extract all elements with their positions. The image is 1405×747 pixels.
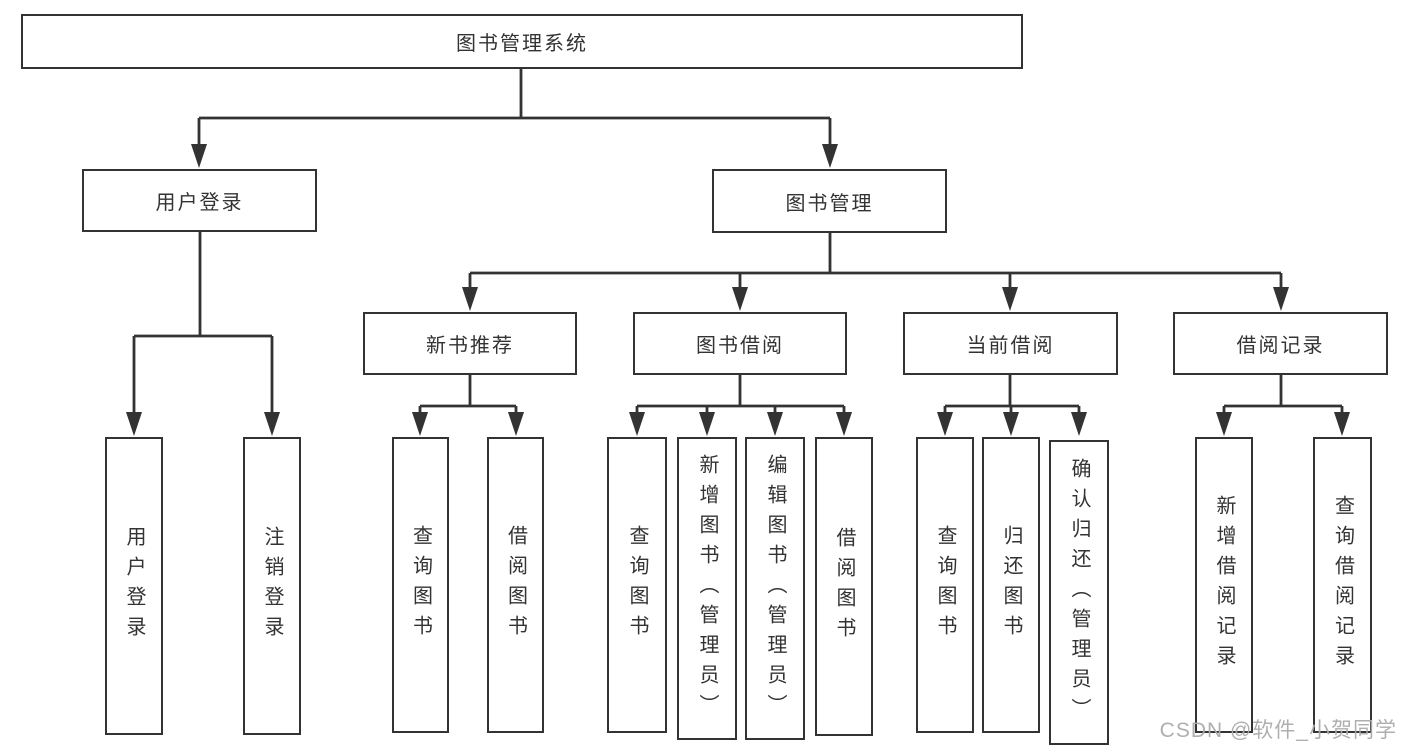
node-user-login: 用户登录 (82, 169, 317, 232)
connector-book-borrowing-to-leaves (635, 375, 846, 414)
connector-root-to-level2 (197, 69, 832, 146)
node-library-management-system: 图书管理系统 (21, 14, 1023, 69)
leaf-records-add-record: 新增借阅记录 (1195, 437, 1253, 733)
leaf-current-return-book: 归还图书 (982, 437, 1040, 733)
connector-borrowing-records-to-leaves (1222, 375, 1344, 414)
arrowheads-current-borrowing-to-leaves (937, 412, 1087, 436)
connector-current-borrowing-to-leaves (943, 375, 1081, 414)
leaf-recommend-borrow-book: 借阅图书 (487, 437, 544, 733)
leaf-current-confirm-return-admin: 确认归还（管理员） (1049, 440, 1109, 745)
connector-new-book-recommend-to-leaves (418, 375, 518, 414)
arrowheads-book-management-to-level3 (462, 287, 1289, 311)
arrowheads-root-to-level2 (191, 144, 838, 168)
watermark-text: CSDN @软件_小贺同学 (1159, 719, 1397, 742)
node-current-borrowing: 当前借阅 (903, 312, 1118, 375)
connector-user-login-to-leaves (132, 232, 274, 414)
node-new-book-recommend: 新书推荐 (363, 312, 577, 375)
arrowheads-new-book-recommend-to-leaves (412, 412, 524, 436)
leaf-borrowing-query-book: 查询图书 (607, 437, 667, 733)
node-borrowing-records: 借阅记录 (1173, 312, 1388, 375)
node-book-borrowing: 图书借阅 (633, 312, 847, 375)
leaf-logout-login: 注销登录 (243, 437, 301, 735)
leaf-recommend-query-book: 查询图书 (392, 437, 449, 733)
arrowheads-borrowing-records-to-leaves (1216, 412, 1350, 436)
leaf-current-query-book: 查询图书 (916, 437, 974, 733)
arrowheads-user-login-to-leaves (126, 412, 280, 436)
connector-book-management-to-level3 (468, 233, 1283, 290)
leaf-user-login: 用户登录 (105, 437, 163, 735)
arrowheads-book-borrowing-to-leaves (629, 412, 852, 436)
leaf-borrowing-add-book-admin: 新增图书（管理员） (677, 437, 737, 740)
leaf-records-query-record: 查询借阅记录 (1313, 437, 1372, 733)
leaf-borrowing-borrow-book: 借阅图书 (815, 437, 873, 736)
leaf-borrowing-edit-book-admin: 编辑图书（管理员） (745, 437, 805, 740)
node-book-management: 图书管理 (712, 169, 947, 233)
